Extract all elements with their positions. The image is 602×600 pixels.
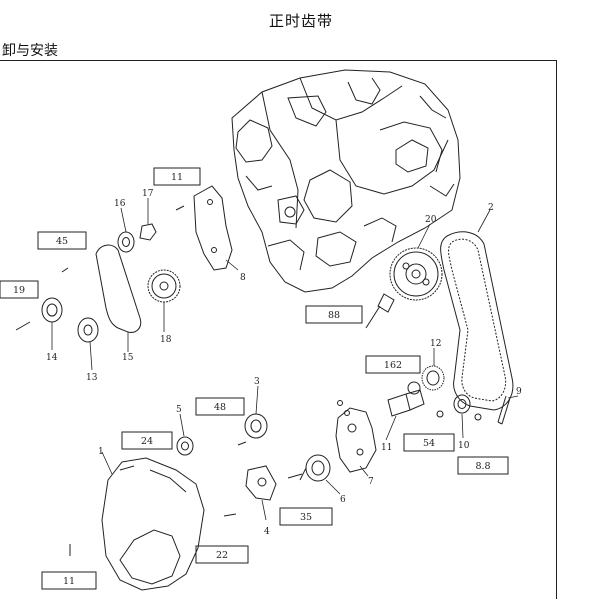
torque-value-48: 48 [214, 402, 226, 413]
plate-13 [77, 317, 99, 343]
bolt-9 [497, 395, 511, 425]
balance-shaft-sprocket-18 [147, 269, 181, 303]
callout-3: 3 [254, 377, 260, 387]
callout-16: 16 [114, 199, 126, 209]
timing-belt [440, 231, 514, 411]
torque-value-45: 45 [56, 236, 68, 247]
bolt-11-top [175, 205, 185, 211]
torque-value-8-8: 8.8 [475, 461, 490, 472]
bolt-88 [365, 293, 395, 329]
torque-value-11-top: 11 [171, 172, 183, 183]
callout-12: 12 [430, 339, 441, 349]
callout-17: 17 [142, 189, 154, 199]
bolt-35 [287, 473, 303, 479]
torque-value-24: 24 [141, 436, 153, 447]
callout-10: 10 [458, 441, 470, 451]
timing-cover [101, 457, 205, 591]
bolt-19 [15, 321, 31, 331]
torque-value-19: 19 [13, 285, 25, 296]
torque-value-22: 22 [216, 550, 228, 561]
engine-block-illustration [231, 69, 461, 293]
tensioner-lever-4 [245, 465, 277, 501]
crankshaft-key-part-10 [453, 394, 471, 414]
torque-value-162: 162 [384, 360, 402, 371]
idler-pulley [244, 413, 268, 439]
tensioner-bracket [335, 400, 377, 473]
torque-value-54: 54 [423, 438, 435, 449]
camshaft-sprocket [389, 247, 443, 301]
callout-8: 8 [240, 273, 246, 283]
nut-8-8 [474, 413, 482, 421]
torque-value-88: 88 [328, 310, 340, 321]
crankshaft-sprocket [421, 365, 445, 391]
idler-part-5 [176, 436, 194, 456]
torque-value-11-bottom: 11 [63, 576, 75, 587]
washer-54 [436, 410, 444, 418]
callout-7: 7 [368, 477, 374, 487]
callout-4: 4 [264, 527, 270, 537]
diagram-frame [0, 60, 557, 599]
torque-value-35: 35 [300, 512, 312, 523]
bolt-48 [237, 441, 247, 446]
tensioner-pulley [299, 454, 331, 482]
nut-17 [139, 223, 157, 241]
balance-shaft-belt [95, 244, 142, 333]
callout-2: 2 [488, 203, 494, 213]
sprocket-16 [117, 231, 135, 253]
upper-cover [193, 185, 233, 271]
callout-9: 9 [516, 387, 522, 397]
section-heading: 卸与安装 [2, 43, 58, 59]
bolt-22 [223, 513, 237, 517]
callout-14: 14 [46, 353, 58, 363]
callout-13: 13 [86, 373, 98, 383]
crankshaft-bolt-11 [387, 381, 425, 417]
callout-6: 6 [340, 495, 346, 505]
leader-lines [51, 198, 519, 521]
callout-5: 5 [176, 405, 182, 415]
callout-18: 18 [160, 335, 172, 345]
bolt-45 [61, 267, 69, 273]
callout-15: 15 [122, 353, 134, 363]
callout-11: 11 [381, 443, 392, 453]
callout-20: 20 [425, 215, 437, 225]
callout-1: 1 [98, 447, 104, 457]
sprocket-14 [41, 297, 63, 323]
page-title: 正时齿带 [268, 12, 333, 30]
torque-boxes [0, 167, 509, 590]
